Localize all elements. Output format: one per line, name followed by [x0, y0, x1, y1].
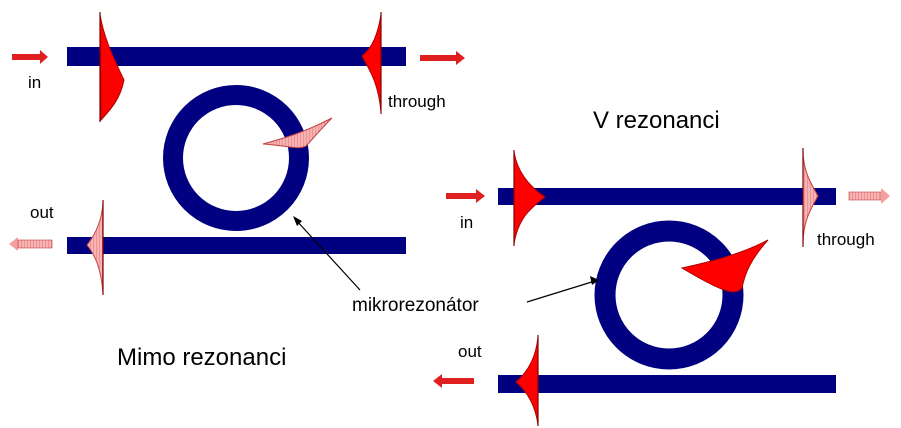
through-pulse-left: [361, 13, 382, 113]
drop-pulse-right: [515, 336, 539, 426]
input-pulse-left: [99, 13, 125, 122]
ring-pulse-left: [262, 117, 333, 149]
bottom-waveguide-left: [67, 237, 406, 254]
in-arrow-left: [12, 50, 48, 64]
microresonator-label: mikrorezonátor: [352, 295, 479, 316]
bottom-waveguide-right: [498, 375, 836, 393]
microresonator-pointers: [293, 216, 599, 303]
out-label-left: out: [30, 203, 54, 222]
title-on-resonance: V rezonanci: [593, 107, 720, 134]
through-pulse-right: [802, 149, 819, 246]
through-arrow-right: [848, 188, 890, 204]
top-waveguide-right: [498, 188, 836, 205]
out-arrow-left: [9, 237, 53, 251]
input-pulse-right: [513, 151, 546, 245]
ring-pulse-right: [680, 239, 769, 293]
through-label-right: through: [817, 230, 875, 249]
in-arrow-right: [446, 189, 485, 203]
through-arrow-left: [420, 51, 465, 65]
in-label-left: in: [28, 73, 42, 92]
out-arrow-right: [433, 374, 474, 388]
in-label-right: in: [460, 213, 474, 232]
ring-resonator-right: [594, 220, 744, 370]
title-off-resonance: Mimo rezonanci: [117, 344, 287, 371]
ring-resonator-left: [163, 85, 309, 231]
out-label-right: out: [458, 342, 482, 361]
top-waveguide-left: [67, 47, 406, 66]
drop-pulse-left: [86, 201, 104, 294]
through-label-left: through: [388, 92, 446, 111]
